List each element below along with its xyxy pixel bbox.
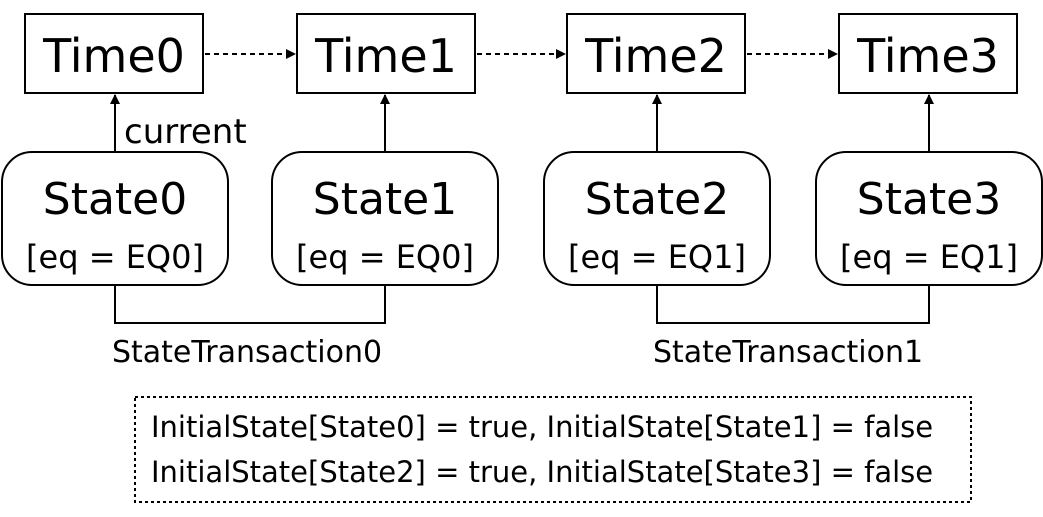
state-name-2: State2 [585, 174, 729, 225]
transaction-bracket-1 [656, 285, 930, 324]
time-node-2: Time2 [566, 13, 746, 94]
state-name-1: State1 [313, 174, 457, 225]
time-label-1: Time1 [314, 29, 457, 83]
state-node-0: State0 [eq = EQ0] [1, 151, 229, 286]
time-node-3: Time3 [838, 13, 1018, 94]
state-eq-1: [eq = EQ0] [296, 238, 474, 276]
state-name-3: State3 [857, 174, 1001, 225]
current-label: current [124, 112, 247, 152]
note-line-2: InitialState[State2] = true, InitialStat… [151, 455, 933, 489]
time-label-3: Time3 [856, 29, 999, 83]
time-label-2: Time2 [584, 29, 727, 83]
transaction-bracket-0 [114, 285, 386, 324]
state-node-3: State3 [eq = EQ1] [815, 151, 1043, 286]
transaction-label-1: StateTransaction1 [653, 335, 923, 370]
state-node-2: State2 [eq = EQ1] [543, 151, 771, 286]
note-line-1: InitialState[State0] = true, InitialStat… [151, 410, 933, 444]
time-label-0: Time0 [42, 29, 185, 83]
transaction-label-0: StateTransaction0 [112, 335, 382, 370]
state-eq-2: [eq = EQ1] [568, 238, 746, 276]
state-name-0: State0 [43, 174, 187, 225]
state-eq-0: [eq = EQ0] [26, 238, 204, 276]
initial-state-note: InitialState[State0] = true, InitialStat… [134, 396, 972, 503]
time-node-0: Time0 [24, 13, 204, 94]
time-node-1: Time1 [296, 13, 476, 94]
state-node-1: State1 [eq = EQ0] [271, 151, 499, 286]
state-eq-3: [eq = EQ1] [840, 238, 1018, 276]
